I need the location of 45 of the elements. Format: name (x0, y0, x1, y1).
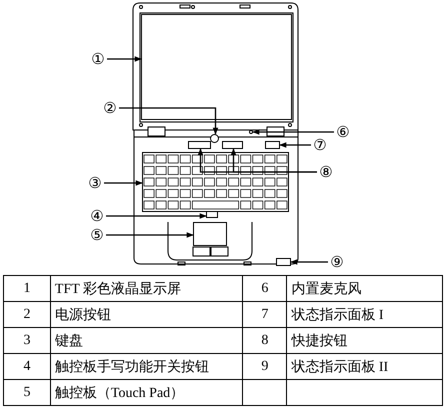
screen (141, 14, 292, 120)
item-description: 快捷按钮 (291, 334, 348, 348)
item-number: 4 (23, 358, 30, 374)
item-number: 9 (261, 358, 268, 374)
quick-buttons (188, 141, 211, 149)
callout-number: ⑧ (317, 163, 335, 181)
callout-number: ⑥ (334, 123, 352, 141)
item-number: 3 (23, 332, 30, 348)
leader-arrow (106, 213, 207, 219)
callout-number: ⑤ (88, 226, 106, 244)
item-description: TFT 彩色液晶显示屏 (54, 282, 182, 296)
item-number: 8 (261, 332, 268, 348)
leader-arrow (104, 180, 143, 186)
leader-arrow (279, 142, 311, 148)
item-description: 触控板（Touch Pad） (54, 386, 184, 400)
microphone (249, 130, 253, 134)
callout-number: ② (101, 99, 119, 117)
item-description: 键盘 (54, 334, 83, 348)
leader-arrow (230, 148, 317, 173)
leader-arrow (252, 129, 334, 135)
leader-arrow (119, 107, 218, 135)
callout-number: ④ (88, 207, 106, 225)
callout-number: ⑦ (311, 136, 329, 154)
item-description: 触控板手写功能开关按钮 (54, 360, 209, 374)
item-number: 7 (261, 306, 268, 322)
keyboard (142, 152, 289, 212)
leader-arrow (106, 232, 194, 238)
item-number: 5 (23, 384, 30, 400)
callout-number: ⑨ (328, 253, 346, 271)
quick-buttons (222, 141, 243, 149)
leader-arrow (107, 56, 142, 62)
item-description: 状态指示面板 II (291, 360, 388, 374)
leader-arrow (290, 259, 328, 265)
callout-number: ③ (86, 174, 104, 192)
status-panel (265, 141, 280, 149)
item-description: 状态指示面板 I (291, 308, 384, 322)
toggle-button (206, 211, 218, 218)
status-panel (276, 258, 291, 266)
item-number: 6 (261, 280, 268, 296)
callout-number: ① (89, 50, 107, 68)
touchpad (193, 222, 227, 246)
item-description: 电源按钮 (54, 308, 111, 322)
item-number: 1 (23, 280, 30, 296)
item-number: 2 (23, 306, 30, 322)
item-description: 内置麦克风 (291, 282, 362, 296)
